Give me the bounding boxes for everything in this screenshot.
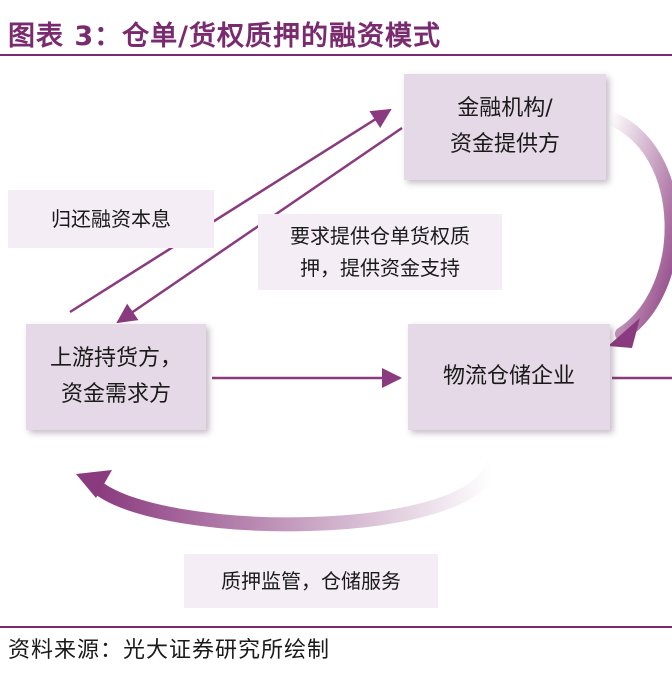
curve-head-bottom: [76, 470, 112, 498]
label-request-line-1: 要求提供仓单货权质: [290, 224, 470, 248]
node-financial-institution: 金融机构/ 资金提供方: [404, 74, 606, 180]
node-financial-line-2: 资金提供方: [449, 132, 560, 157]
arrow-upstream-to-financial: [69, 108, 392, 314]
node-logistics-label: 物流仓储企业: [442, 364, 575, 389]
label-request-line-2: 押，提供资金支持: [300, 256, 460, 280]
node-upstream-holder: 上游持货方， 资金需求方: [26, 324, 206, 430]
node-upstream-line-2: 资金需求方: [60, 382, 171, 407]
label-request-pledge: 要求提供仓单货权质 押，提供资金支持: [258, 214, 502, 290]
label-supervision-service: 质押监管，仓储服务: [184, 554, 438, 608]
label-repay-text: 归还融资本息: [51, 207, 171, 231]
label-repay-principal-interest: 归还融资本息: [8, 190, 214, 248]
footer-divider: [0, 626, 672, 628]
curve-financial-to-logistics: [603, 111, 672, 341]
curve-logistics-to-upstream: [89, 459, 499, 532]
node-financial-line-1: 金融机构/: [457, 96, 553, 121]
node-upstream-line-1: 上游持货方，: [49, 346, 182, 371]
node-logistics-warehouse: 物流仓储企业: [408, 324, 610, 430]
label-service-text: 质押监管，仓储服务: [221, 569, 401, 593]
figure-title: 图表 3：仓单/货权质押的融资模式: [8, 21, 442, 52]
source-note: 资料来源：光大证券研究所绘制: [8, 638, 331, 663]
title-divider: [0, 54, 672, 56]
curve-head-right: [608, 318, 640, 348]
